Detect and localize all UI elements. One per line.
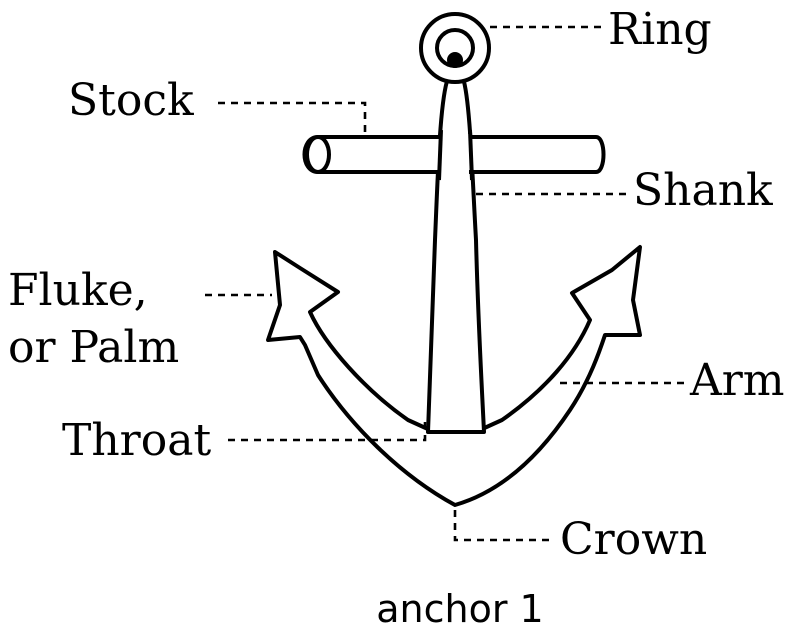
anchor-arms-and-flukes [266, 245, 642, 507]
stock-leader [218, 101, 367, 135]
label-stock: Stock [68, 75, 194, 126]
crown-leader [453, 510, 555, 542]
ring-shank-eye [447, 52, 463, 68]
throat-leader [228, 420, 427, 442]
label-ring: Ring [608, 4, 712, 55]
shank-over-stock [441, 134, 469, 175]
caption: anchor 1 [376, 587, 543, 631]
label-fluke-line2: or Palm [8, 322, 179, 373]
shank-edge-left [437, 129, 443, 181]
stock-end-cap [305, 135, 331, 174]
shank-edge-right [468, 129, 474, 181]
anchor-shank [426, 76, 486, 434]
label-shank: Shank [633, 165, 773, 216]
label-fluke-line1: Fluke, [8, 265, 148, 316]
label-arm: Arm [689, 355, 785, 406]
label-throat: Throat [62, 415, 211, 466]
label-crown: Crown [560, 514, 707, 565]
